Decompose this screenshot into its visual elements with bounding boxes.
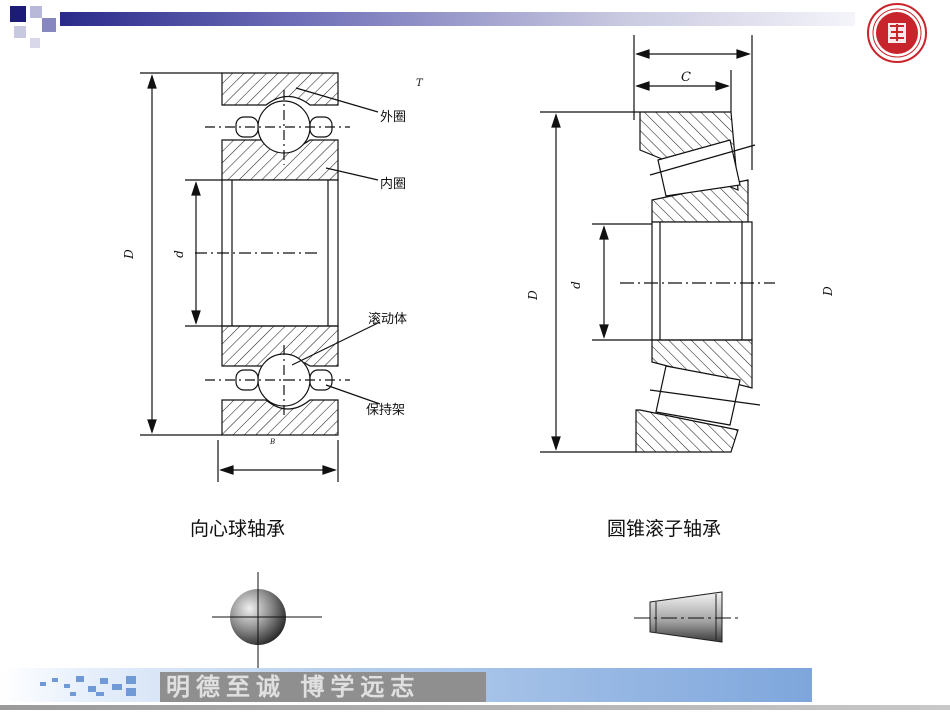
outer-ring-label: 外圈 xyxy=(380,110,407,125)
ball-dim-B: B xyxy=(270,438,276,446)
ball-dim-d: d xyxy=(171,250,186,258)
title-bar-gradient xyxy=(60,12,855,26)
pixel-decoration-icon xyxy=(40,676,136,696)
footer-line xyxy=(0,705,950,710)
tapered-roller-icon xyxy=(634,591,740,643)
rolling-element-label: 滚动体 xyxy=(368,312,408,327)
cage-label: 保持架 xyxy=(366,403,406,418)
tapered-dim-C: C xyxy=(681,70,691,85)
tapered-bearing-drawing xyxy=(540,35,775,453)
tapered-dim-D: D xyxy=(525,290,540,300)
ball-dim-T: T xyxy=(416,78,423,89)
ball-dim-D: D xyxy=(121,249,136,259)
tapered-dim-d: d xyxy=(568,281,583,289)
ball-bearing-drawing xyxy=(140,72,381,482)
ball-bearing-caption: 向心球轴承 xyxy=(190,518,286,540)
tapered-dim-D-right: D xyxy=(820,286,835,296)
tapered-bearing-caption: 圆锥滚子轴承 xyxy=(607,518,722,540)
inner-ring-label: 内圈 xyxy=(380,177,407,192)
university-seal-icon xyxy=(867,3,927,63)
school-motto: 明德至诚 博学远志 xyxy=(160,672,486,702)
